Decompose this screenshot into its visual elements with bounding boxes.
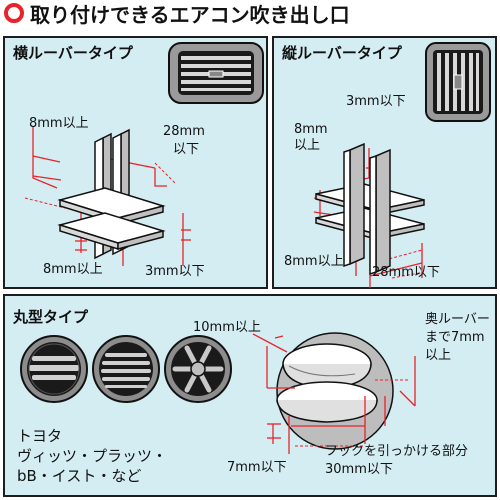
round-models-line-3: bB・イスト・など [17,467,142,485]
vertical-panel-title: 縦ルーバータイプ [282,44,402,62]
vertical-thickness-label: 3mm以下 [346,94,406,109]
round-bottom-label: 7mm以下 [227,460,287,475]
round-vent-icon-2 [92,335,160,403]
vertical-gap-label-1: 8mm [294,122,328,137]
round-top-gap-label: 10mm以上 [193,320,261,335]
round-back-label-2: まで7mm [425,330,485,345]
round-models-line-2: ヴィッツ・プラッツ・ [17,447,168,465]
horizontal-depth-label-1: 28mm [163,124,205,139]
horizontal-gap-top-label: 8mm以上 [29,116,89,131]
horizontal-gap-bottom-label: 8mm以上 [43,262,103,277]
round-models-line-1: トヨタ [17,427,63,445]
vertical-louver-diagram [313,142,425,288]
header: 取り付けできるエアコン吹き出し口 [0,0,500,36]
round-vent-icon-1 [20,335,88,403]
round-panel-title: 丸型タイプ [13,308,89,326]
round-louver-diagram [252,332,416,454]
page-title: 取り付けできるエアコン吹き出し口 [30,3,350,27]
red-circle-icon [4,3,24,23]
round-vent-icon-3 [164,335,232,403]
panel-vertical-louver: 縦ルーバータイプ [272,36,497,289]
horizontal-vent-icon [168,42,264,104]
round-back-label-1: 奥ルーバー [425,312,490,327]
round-back-label-3: 以上 [425,348,452,363]
horizontal-panel-title: 横ルーバータイプ [13,44,133,62]
round-hook-label-1: フックを引っかける部分 [325,444,469,459]
panel-round-type: 丸型タイプ [3,294,497,497]
horizontal-thickness-label: 3mm以下 [145,264,205,279]
vertical-gap-bottom-label: 8mm以上 [284,254,344,269]
panel-horizontal-louver: 横ルーバータイプ [3,36,268,289]
round-hook-label-2: 30mm以下 [325,462,393,477]
horizontal-depth-label-2: 以下 [173,142,200,157]
vertical-vent-icon [425,42,491,122]
vertical-gap-label-2: 以上 [294,138,321,153]
vertical-depth-label: 28mm以下 [372,265,440,280]
horizontal-louver-diagram [24,126,191,266]
